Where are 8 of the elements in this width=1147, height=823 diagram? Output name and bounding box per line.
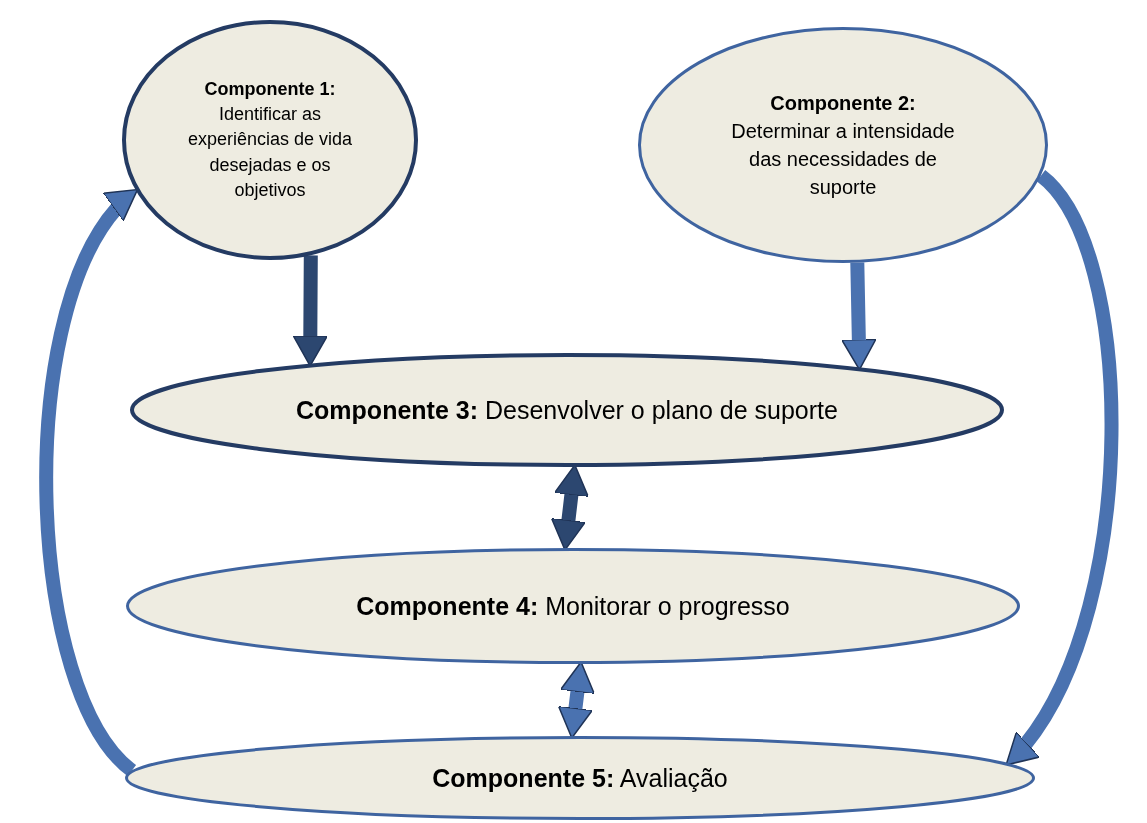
ellipse-label: Componente 5: Avaliação	[432, 762, 728, 794]
block-arrow	[292, 255, 329, 367]
ellipse-label: Componente 4: Monitorar o progresso	[356, 590, 790, 622]
ellipse-label: Identificar as experiências de vida desejadas e os objetivos	[186, 103, 354, 202]
ellipse-label: Determinar a intensidade das necessidades de suporte	[730, 119, 956, 200]
ellipse-heading: Componente 1:	[204, 78, 336, 102]
ellipse-label: Componente 3: Desenvolver o plano de suporte	[296, 394, 838, 426]
ellipse-heading: Componente 2:	[770, 91, 916, 116]
